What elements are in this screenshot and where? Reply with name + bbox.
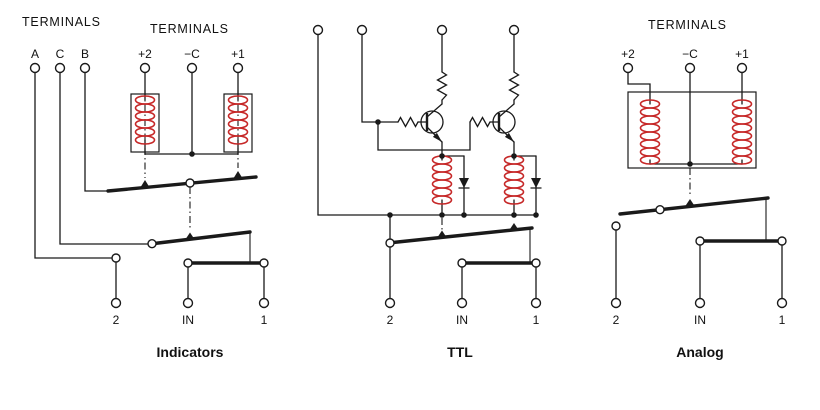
terminal-circle [182, 297, 194, 309]
bottom-terminal-label-1: 1 [779, 313, 786, 327]
switch-arm [148, 230, 252, 246]
terminal-circle [258, 297, 270, 309]
pivot-contact [147, 238, 157, 249]
actuator-arrow [509, 223, 519, 230]
terminal-circle [29, 62, 41, 74]
terminals-heading: TERMINALS [648, 18, 727, 32]
transistor [492, 110, 516, 134]
coil-frame [627, 91, 757, 169]
terminal-circle [530, 297, 542, 309]
contact-point [183, 258, 193, 268]
wiring [615, 71, 783, 300]
diode [531, 178, 541, 188]
bottom-terminal-label-in: IN [456, 313, 468, 327]
terminal-label-plus2: +2 [138, 47, 152, 61]
resistor [397, 116, 419, 128]
terminal-circle [622, 62, 634, 74]
contact-point [611, 221, 621, 231]
terminal-circle [736, 62, 748, 74]
terminal-label-minusC: −C [184, 47, 200, 61]
terminal-label-plus1: +1 [231, 47, 245, 61]
contact-point [457, 258, 467, 268]
coil-frame [223, 93, 253, 153]
terminal-circle [356, 24, 368, 36]
relay-coil [639, 99, 661, 165]
diagram-title-analog: Analog [676, 344, 723, 360]
terminal-circle [456, 297, 468, 309]
actuator-arrow [685, 199, 695, 206]
terminal-circles [29, 62, 270, 309]
terminal-label-plus2: +2 [621, 47, 635, 61]
bottom-terminal-label-1: 1 [533, 313, 540, 327]
diagram-title-indicators: Indicators [157, 344, 224, 360]
switch-arm [106, 175, 258, 193]
coil-frame [130, 93, 160, 153]
contact-point [695, 236, 705, 246]
actuator-arrow [140, 180, 150, 188]
terminal-circle [436, 24, 448, 36]
terminal-label-c: C [56, 47, 65, 61]
terminal-circles [312, 24, 542, 309]
relay-coil [431, 155, 453, 205]
resistor [436, 71, 448, 101]
actuator-arrow [437, 230, 447, 238]
analog-diagram: TERMINALS +2 −C +1 [610, 18, 788, 360]
wiring [317, 33, 537, 300]
actuator-arrow [233, 171, 243, 179]
terminal-circle [312, 24, 324, 36]
diagram-title-ttl: TTL [447, 344, 473, 360]
terminal-circle [232, 62, 244, 74]
contact-point [111, 253, 121, 263]
terminal-circle [79, 62, 91, 74]
bottom-terminal-label-2: 2 [113, 313, 120, 327]
transistor [420, 110, 444, 134]
pivot-contact [385, 238, 395, 248]
bottom-terminal-label-2: 2 [387, 313, 394, 327]
bottom-terminal-label-in: IN [694, 313, 706, 327]
bottom-terminal-label-in: IN [182, 313, 194, 327]
contact-point [259, 258, 269, 268]
relay-coil [731, 99, 753, 165]
terminal-circle [684, 62, 696, 74]
terminal-circle [508, 24, 520, 36]
bottom-terminal-label-1: 1 [261, 313, 268, 327]
emitter-arrow [504, 132, 514, 142]
switch-arm [386, 226, 534, 245]
switch-arm [618, 196, 770, 216]
terminal-circle [694, 297, 706, 309]
pivot-contact [655, 204, 665, 215]
junction-dot [189, 151, 195, 157]
terminal-label-a: A [31, 47, 39, 61]
terminal-circle [384, 297, 396, 309]
terminals-heading-right: TERMINALS [150, 22, 229, 36]
terminal-circle [110, 297, 122, 309]
terminal-circle [139, 62, 151, 74]
ttl-diagram: 2 IN 1 TTL [312, 24, 542, 360]
junction-dot [687, 161, 693, 167]
pivot-contact [185, 178, 195, 188]
terminals-heading-left: TERMINALS [22, 15, 101, 29]
terminal-label-b: B [81, 47, 89, 61]
terminal-label-plus1: +1 [735, 47, 749, 61]
emitter-arrow [432, 132, 442, 142]
actuator-arrow [185, 232, 195, 240]
bottom-terminal-label-2: 2 [613, 313, 620, 327]
terminal-circles [610, 62, 788, 309]
terminal-circle [776, 297, 788, 309]
resistor [469, 116, 491, 128]
junction-dots [375, 119, 539, 218]
terminal-circle [186, 62, 198, 74]
resistor [508, 71, 520, 101]
relay-coil [503, 155, 525, 205]
contact-point [531, 258, 541, 268]
indicators-diagram: TERMINALS TERMINALS A C B +2 −C +1 [22, 15, 270, 360]
diode [459, 178, 469, 188]
contact-point [777, 236, 787, 246]
terminal-label-minusC: −C [682, 47, 698, 61]
terminal-circle [610, 297, 622, 309]
terminal-circle [54, 62, 66, 74]
